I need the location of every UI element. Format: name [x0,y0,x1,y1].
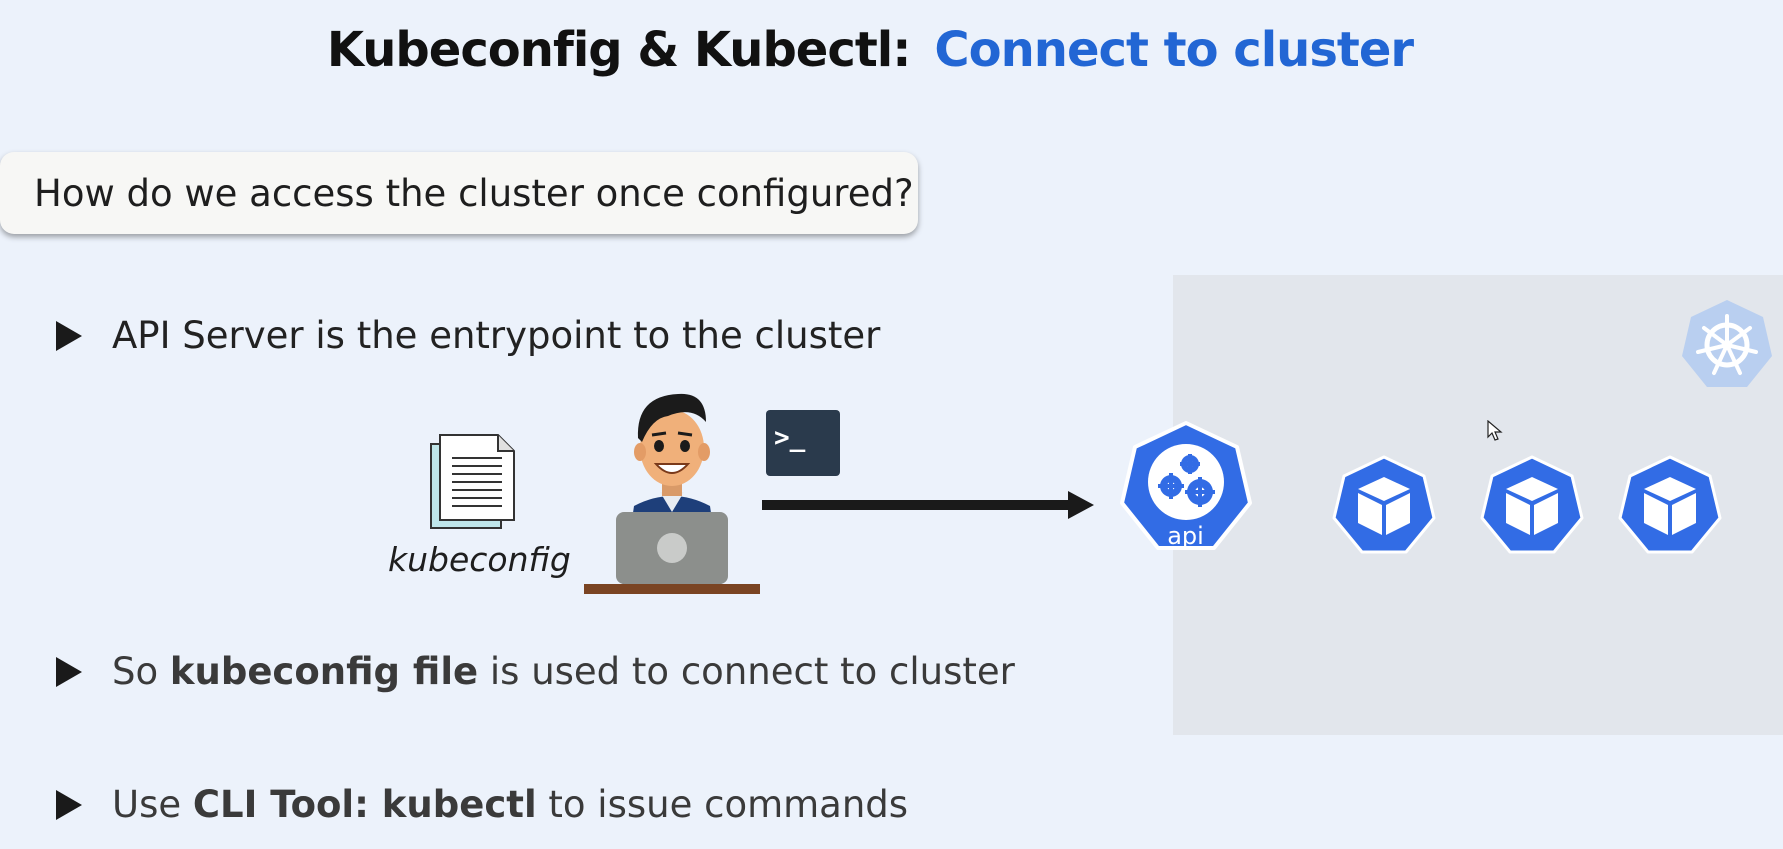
bullet-text-pre: Use [112,783,193,826]
bullet-kubeconfig: So kubeconfig file is used to connect to… [56,650,1015,693]
bullet-triangle-icon [56,789,82,820]
bullet-text-post: to issue commands [536,783,909,826]
terminal-prompt: >_ [774,423,806,453]
api-label: api [1167,522,1204,550]
question-box: How do we access the cluster once config… [0,152,918,234]
node-cube-icon [1618,455,1722,554]
document-icon [430,434,515,529]
bullet-api-server: API Server is the entrypoint to the clus… [56,314,880,357]
terminal-icon: >_ [766,410,840,476]
bullet-triangle-icon [56,656,82,687]
node-cube-icon [1480,455,1584,554]
slide-title: Kubeconfig & Kubectl: Connect to cluster [0,22,1740,78]
kubeconfig-label: kubeconfig [388,540,571,579]
mouse-cursor-icon [1487,420,1503,441]
node-cube-icon [1332,455,1436,554]
title-part-main: Kubeconfig & Kubectl: [326,22,911,78]
arrow-icon [762,491,1094,519]
api-server-icon [1120,421,1252,550]
bullet-kubectl: Use CLI Tool: kubectl to issue commands [56,783,908,826]
question-text: How do we access the cluster once config… [34,171,914,215]
bullet-text-post: is used to connect to cluster [478,650,1015,693]
bullet-text-bold: CLI Tool: kubectl [192,783,537,826]
bullet-text: API Server is the entrypoint to the clus… [112,314,881,357]
bullet-text-bold: kubeconfig file [169,650,479,693]
bullet-triangle-icon [56,320,82,351]
person-with-laptop-icon [584,393,760,594]
bullet-text-pre: So [112,650,170,693]
kubernetes-logo-icon [1682,300,1772,387]
title-part-highlight: Connect to cluster [934,22,1414,78]
